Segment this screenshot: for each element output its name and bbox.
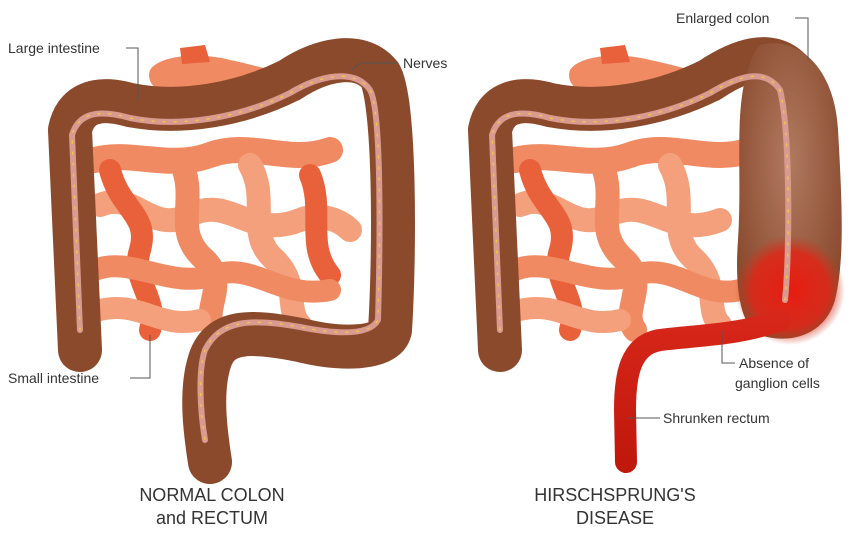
disease-colon-illustration — [490, 43, 845, 462]
shrunken-rectum — [625, 320, 780, 462]
caption-disease-line1: HIRSCHSPRUNG'S — [534, 485, 695, 505]
caption-disease-line2: DISEASE — [576, 508, 654, 528]
small-intestine-leader — [130, 335, 150, 378]
label-absence-line1: Absence of — [739, 355, 809, 371]
normal-colon-illustration — [70, 45, 393, 462]
caption-normal-line1: NORMAL COLON — [139, 485, 284, 505]
label-nerves: Nerves — [403, 55, 447, 71]
label-absence-line2: ganglion cells — [735, 375, 820, 391]
caption-normal-line2: and RECTUM — [156, 508, 268, 528]
label-large-intestine: Large intestine — [8, 40, 100, 56]
small-intestine — [95, 150, 350, 330]
label-shrunken-rectum: Shrunken rectum — [663, 410, 770, 426]
label-enlarged-colon: Enlarged colon — [676, 10, 769, 26]
small-intestine-2 — [515, 150, 750, 330]
label-small-intestine: Small intestine — [8, 370, 99, 386]
